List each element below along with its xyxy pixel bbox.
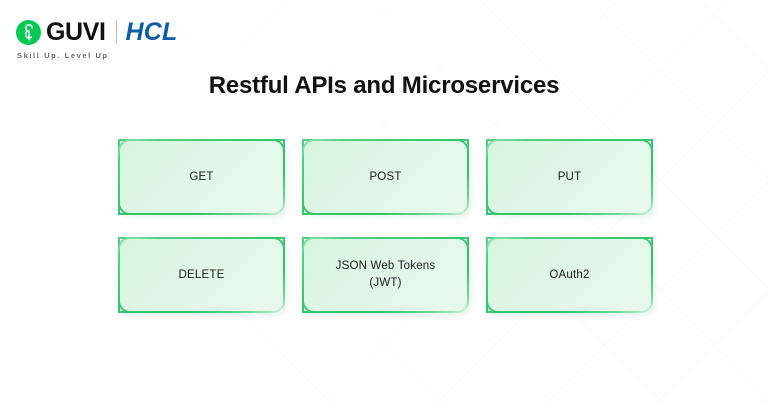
topic-card-jwt[interactable]: JSON Web Tokens (JWT) [302,237,469,313]
page-title: Restful APIs and Microservices [208,72,560,99]
brand-header: GUVI HCL Skill Up. Level Up [16,17,178,60]
topic-card-label: PUT [557,170,582,183]
guvi-wordmark: GUVI [46,17,106,46]
topic-card-get[interactable]: GET [118,139,285,215]
brand-logos-row: GUVI HCL [16,17,178,47]
topic-card-delete[interactable]: DELETE [118,237,285,313]
brand-tagline: Skill Up. Level Up [17,51,109,60]
topic-card-label: POST [369,170,402,183]
topic-card-label: GET [189,170,214,183]
topic-card-post[interactable]: POST [302,139,469,215]
topic-card-label: DELETE [178,268,225,281]
topic-card-grid: GET POST PUT DELETE JSON Web Tokens (JWT… [118,139,655,313]
brand-divider [115,20,117,44]
topic-card-oauth2[interactable]: OAuth2 [486,237,653,313]
topic-card-put[interactable]: PUT [486,139,653,215]
hcl-wordmark: HCL [125,17,178,46]
topic-card-label: JSON Web Tokens (JWT) [335,260,436,289]
guvi-g-logo-icon [16,19,41,45]
topic-card-label: OAuth2 [549,268,590,281]
